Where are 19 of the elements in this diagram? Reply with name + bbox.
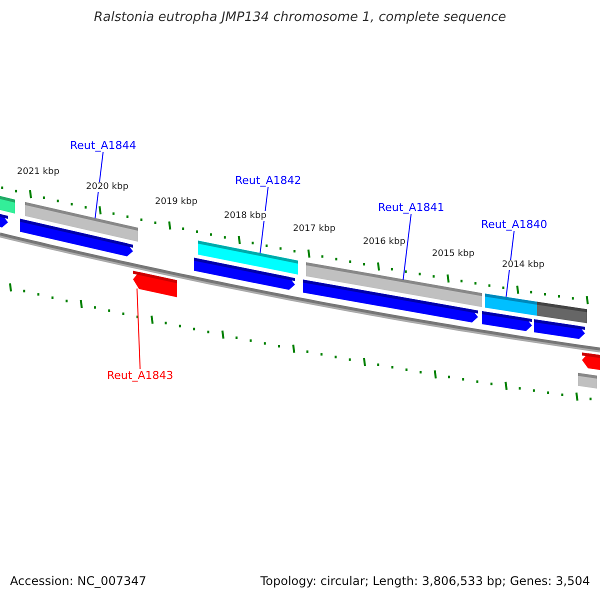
leader-line	[136, 288, 141, 370]
scale-label: 2017 kbp	[293, 224, 336, 234]
accession-text: Accession: NC_007347	[10, 574, 146, 588]
scale-label: 2014 kbp	[502, 260, 544, 270]
chart-title: Ralstonia eutropha JMP134 chromosome 1, complete sequence	[92, 10, 508, 25]
sequence-info-text: Topology: circular; Length: 3,806,533 bp; Genes: 3,504	[260, 574, 590, 588]
gene-label: Reut_A1843	[107, 369, 174, 382]
scale-label: 2019 kbp	[155, 197, 198, 207]
leader-line	[402, 214, 412, 280]
gene-label: Reut_A1840	[481, 218, 548, 231]
gene-bar	[198, 240, 298, 275]
gene-label: Reut_A1842	[235, 174, 302, 187]
gene-label: Reut_A1841	[378, 201, 444, 214]
gene-bar	[485, 294, 537, 316]
gene-label: Reut_A1844	[70, 139, 136, 152]
gene-bar	[25, 202, 138, 242]
gene-bar	[306, 262, 482, 308]
scale-label: 2020 kbp	[86, 182, 128, 192]
gene-feature	[133, 270, 177, 298]
